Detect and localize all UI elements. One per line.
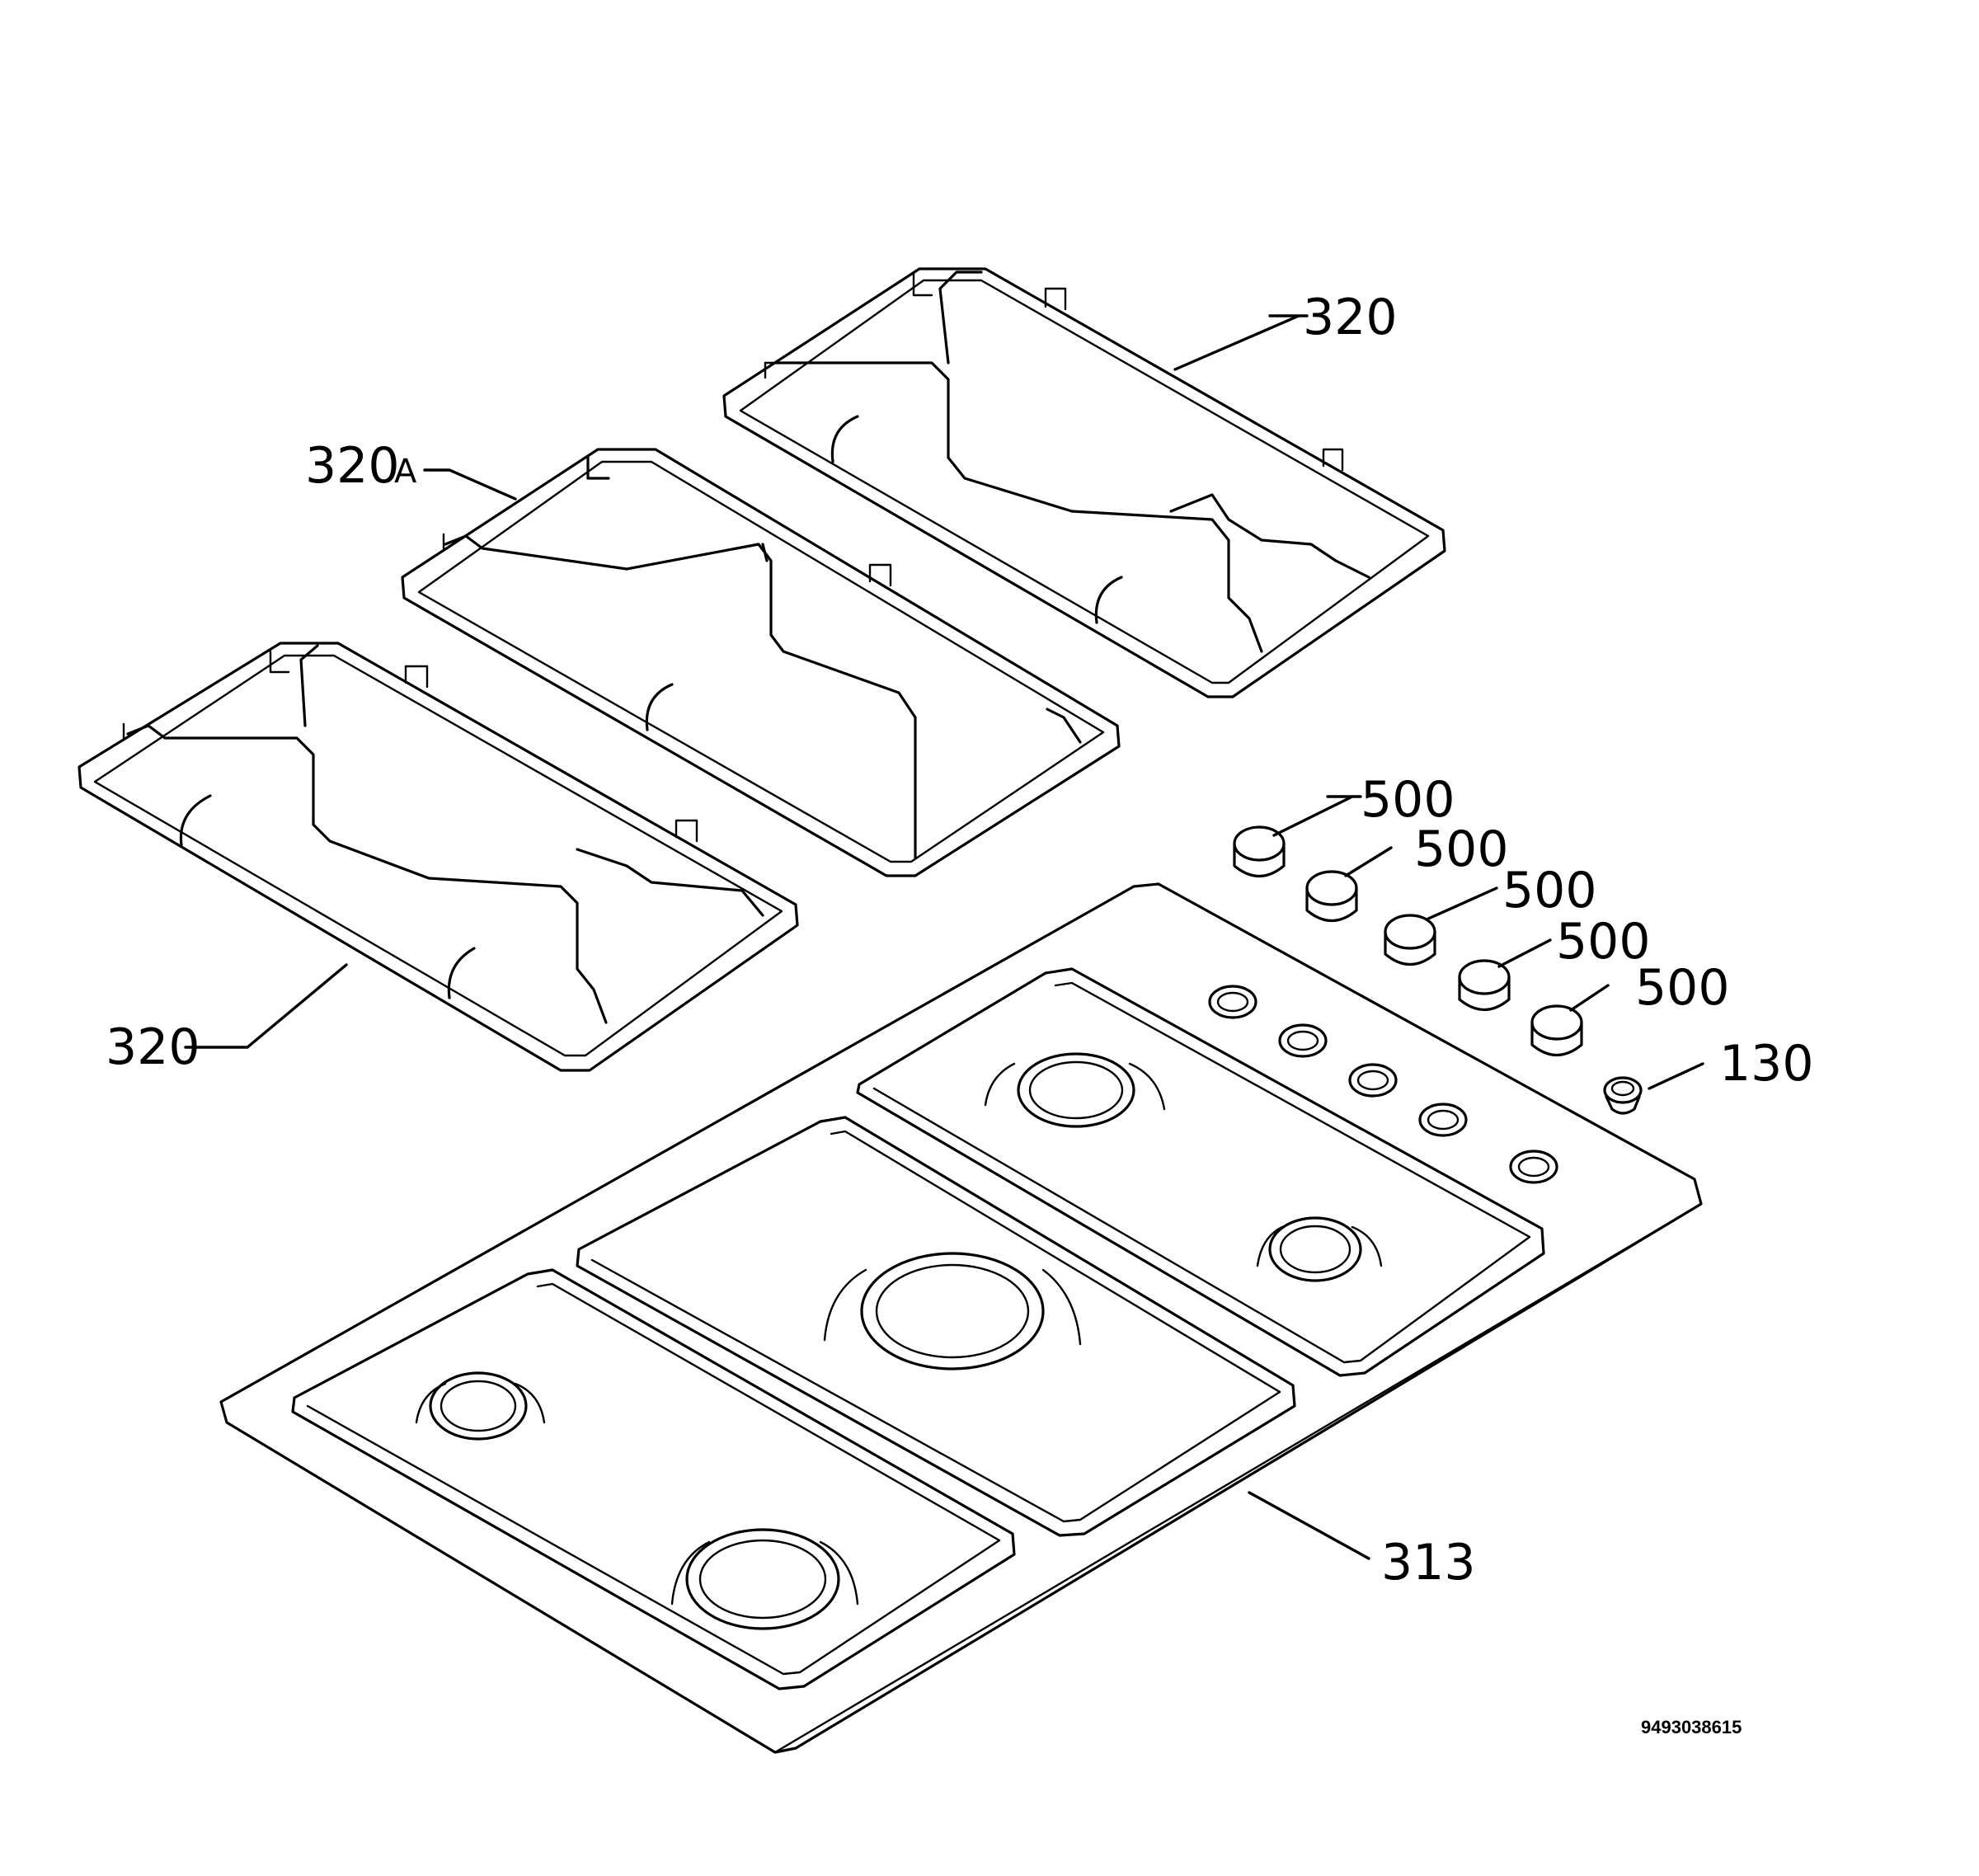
control-knobs bbox=[1233, 825, 1643, 1115]
callout-320a-suffix: A bbox=[394, 453, 417, 491]
callout-500-1: 500 bbox=[1361, 771, 1455, 829]
knob-3-icon bbox=[1384, 914, 1436, 966]
callout-500-5: 500 bbox=[1635, 959, 1730, 1017]
callout-labels: 320 320 A 320 500 500 500 500 500 130 31… bbox=[106, 289, 1814, 1737]
knob-2-icon bbox=[1305, 870, 1358, 922]
callout-320a-number: 320 bbox=[305, 437, 400, 495]
callout-500-3: 500 bbox=[1502, 862, 1597, 919]
callout-130: 130 bbox=[1719, 1035, 1814, 1093]
callout-313: 313 bbox=[1381, 1534, 1476, 1592]
hob-top bbox=[219, 882, 1703, 1754]
leader-lines bbox=[184, 314, 1704, 1560]
spark-button-icon bbox=[1603, 1076, 1643, 1115]
pan-support-rear bbox=[722, 267, 1446, 698]
callout-320-rear: 320 bbox=[1303, 289, 1398, 346]
pan-support-middle bbox=[401, 448, 1121, 877]
callout-500-2: 500 bbox=[1414, 820, 1509, 878]
knob-4-icon bbox=[1458, 959, 1511, 1011]
callout-320-front: 320 bbox=[106, 1018, 200, 1076]
callout-500-4: 500 bbox=[1556, 913, 1651, 971]
knob-5-icon bbox=[1530, 1004, 1583, 1056]
knob-1-icon bbox=[1233, 825, 1286, 877]
pan-support-front bbox=[78, 642, 799, 1072]
document-number: 9493038615 bbox=[1641, 1717, 1742, 1737]
